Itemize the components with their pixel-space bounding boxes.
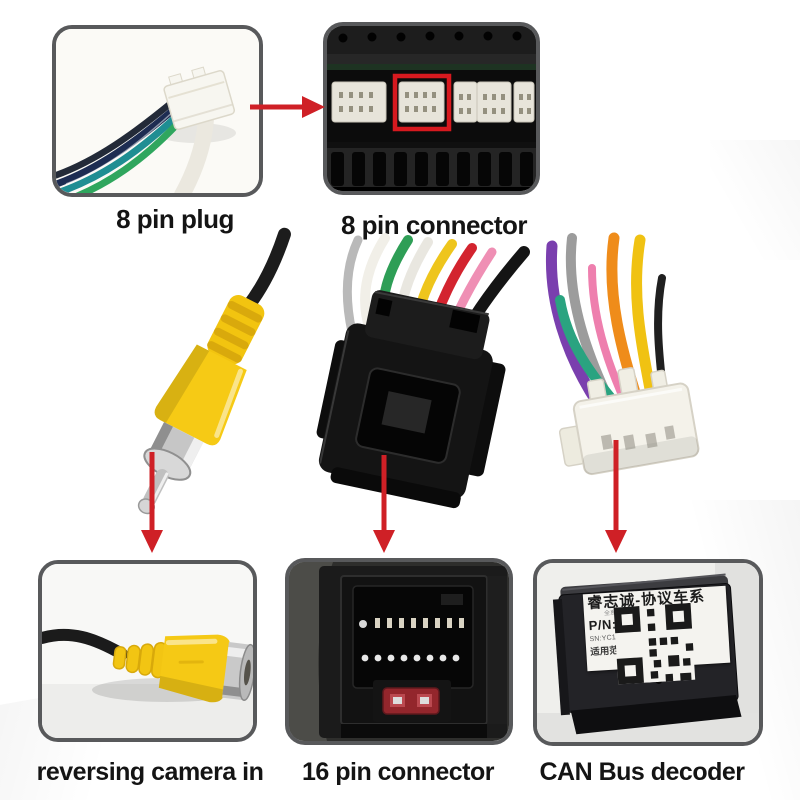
- photo-frame-8pin-connector: [323, 22, 540, 195]
- photo-frame-8pin-plug: [52, 25, 263, 197]
- black-cable: [42, 628, 128, 660]
- rca-female-photo: [42, 564, 253, 738]
- 16pin-socket-photo: [289, 562, 509, 741]
- red-fuse: [382, 687, 440, 715]
- arrow-down-icon: [373, 455, 395, 553]
- edge-streak-decoration: [710, 140, 800, 260]
- photo-frame-reversing-camera: [38, 560, 257, 742]
- caption-reversing-camera: reversing camera in: [36, 758, 264, 786]
- socket-pins: [339, 92, 531, 114]
- caption-8pin-plug: 8 pin plug: [116, 204, 234, 234]
- can-white-connector: [545, 232, 700, 476]
- qr-code-icon: [613, 602, 696, 685]
- can-wires: [545, 232, 668, 410]
- arrow-down-icon: [141, 452, 163, 553]
- photo-frame-can-decoder: 睿志诚-协议车系 全系车型协议全兼容 P/N:RZ-PSA15 SN:YC124…: [533, 559, 763, 746]
- plug-wires: [56, 95, 186, 193]
- white-plug-body: [163, 66, 236, 131]
- white-connector-body: [558, 367, 700, 476]
- head-unit-rear-photo: [327, 26, 536, 191]
- heatsink-fins: [327, 148, 536, 191]
- photo-frame-16pin-connector: [285, 558, 513, 745]
- 8pin-plug-photo: [56, 29, 259, 193]
- rca-male-plug: [137, 227, 291, 515]
- caption-can-decoder: CAN Bus decoder: [539, 758, 745, 786]
- black-connector-body: [316, 290, 506, 509]
- pin-row-bottom: [361, 654, 460, 662]
- caption-8pin-connector: 8 pin connector: [340, 210, 528, 240]
- yellow-rca-female: [112, 634, 253, 703]
- decoder-label-sticker: 睿志诚-协议车系 全系车型协议全兼容 P/N:RZ-PSA15 SN:YC124…: [582, 585, 731, 685]
- highlight-red-box: [392, 73, 452, 132]
- arrow-down-icon: [605, 440, 627, 553]
- white-cable: [174, 111, 214, 193]
- harness-wires: [342, 233, 530, 352]
- pin-row-top: [375, 618, 464, 628]
- caption-16pin-connector: 16 pin connector: [301, 758, 495, 786]
- 16pin-male-connector: [316, 233, 530, 509]
- vent-holes: [338, 31, 522, 43]
- white-sockets-row: [331, 73, 535, 132]
